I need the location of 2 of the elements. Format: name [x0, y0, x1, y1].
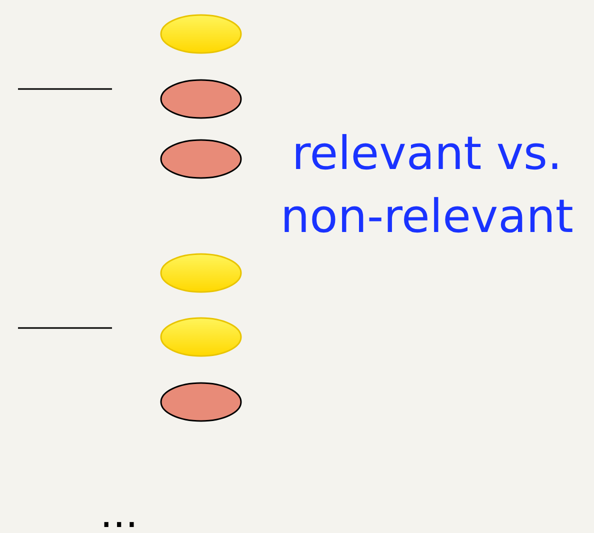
ellipsis-text: ... — [100, 490, 140, 533]
comparison-text: relevant vs. non-relevant — [280, 125, 574, 245]
